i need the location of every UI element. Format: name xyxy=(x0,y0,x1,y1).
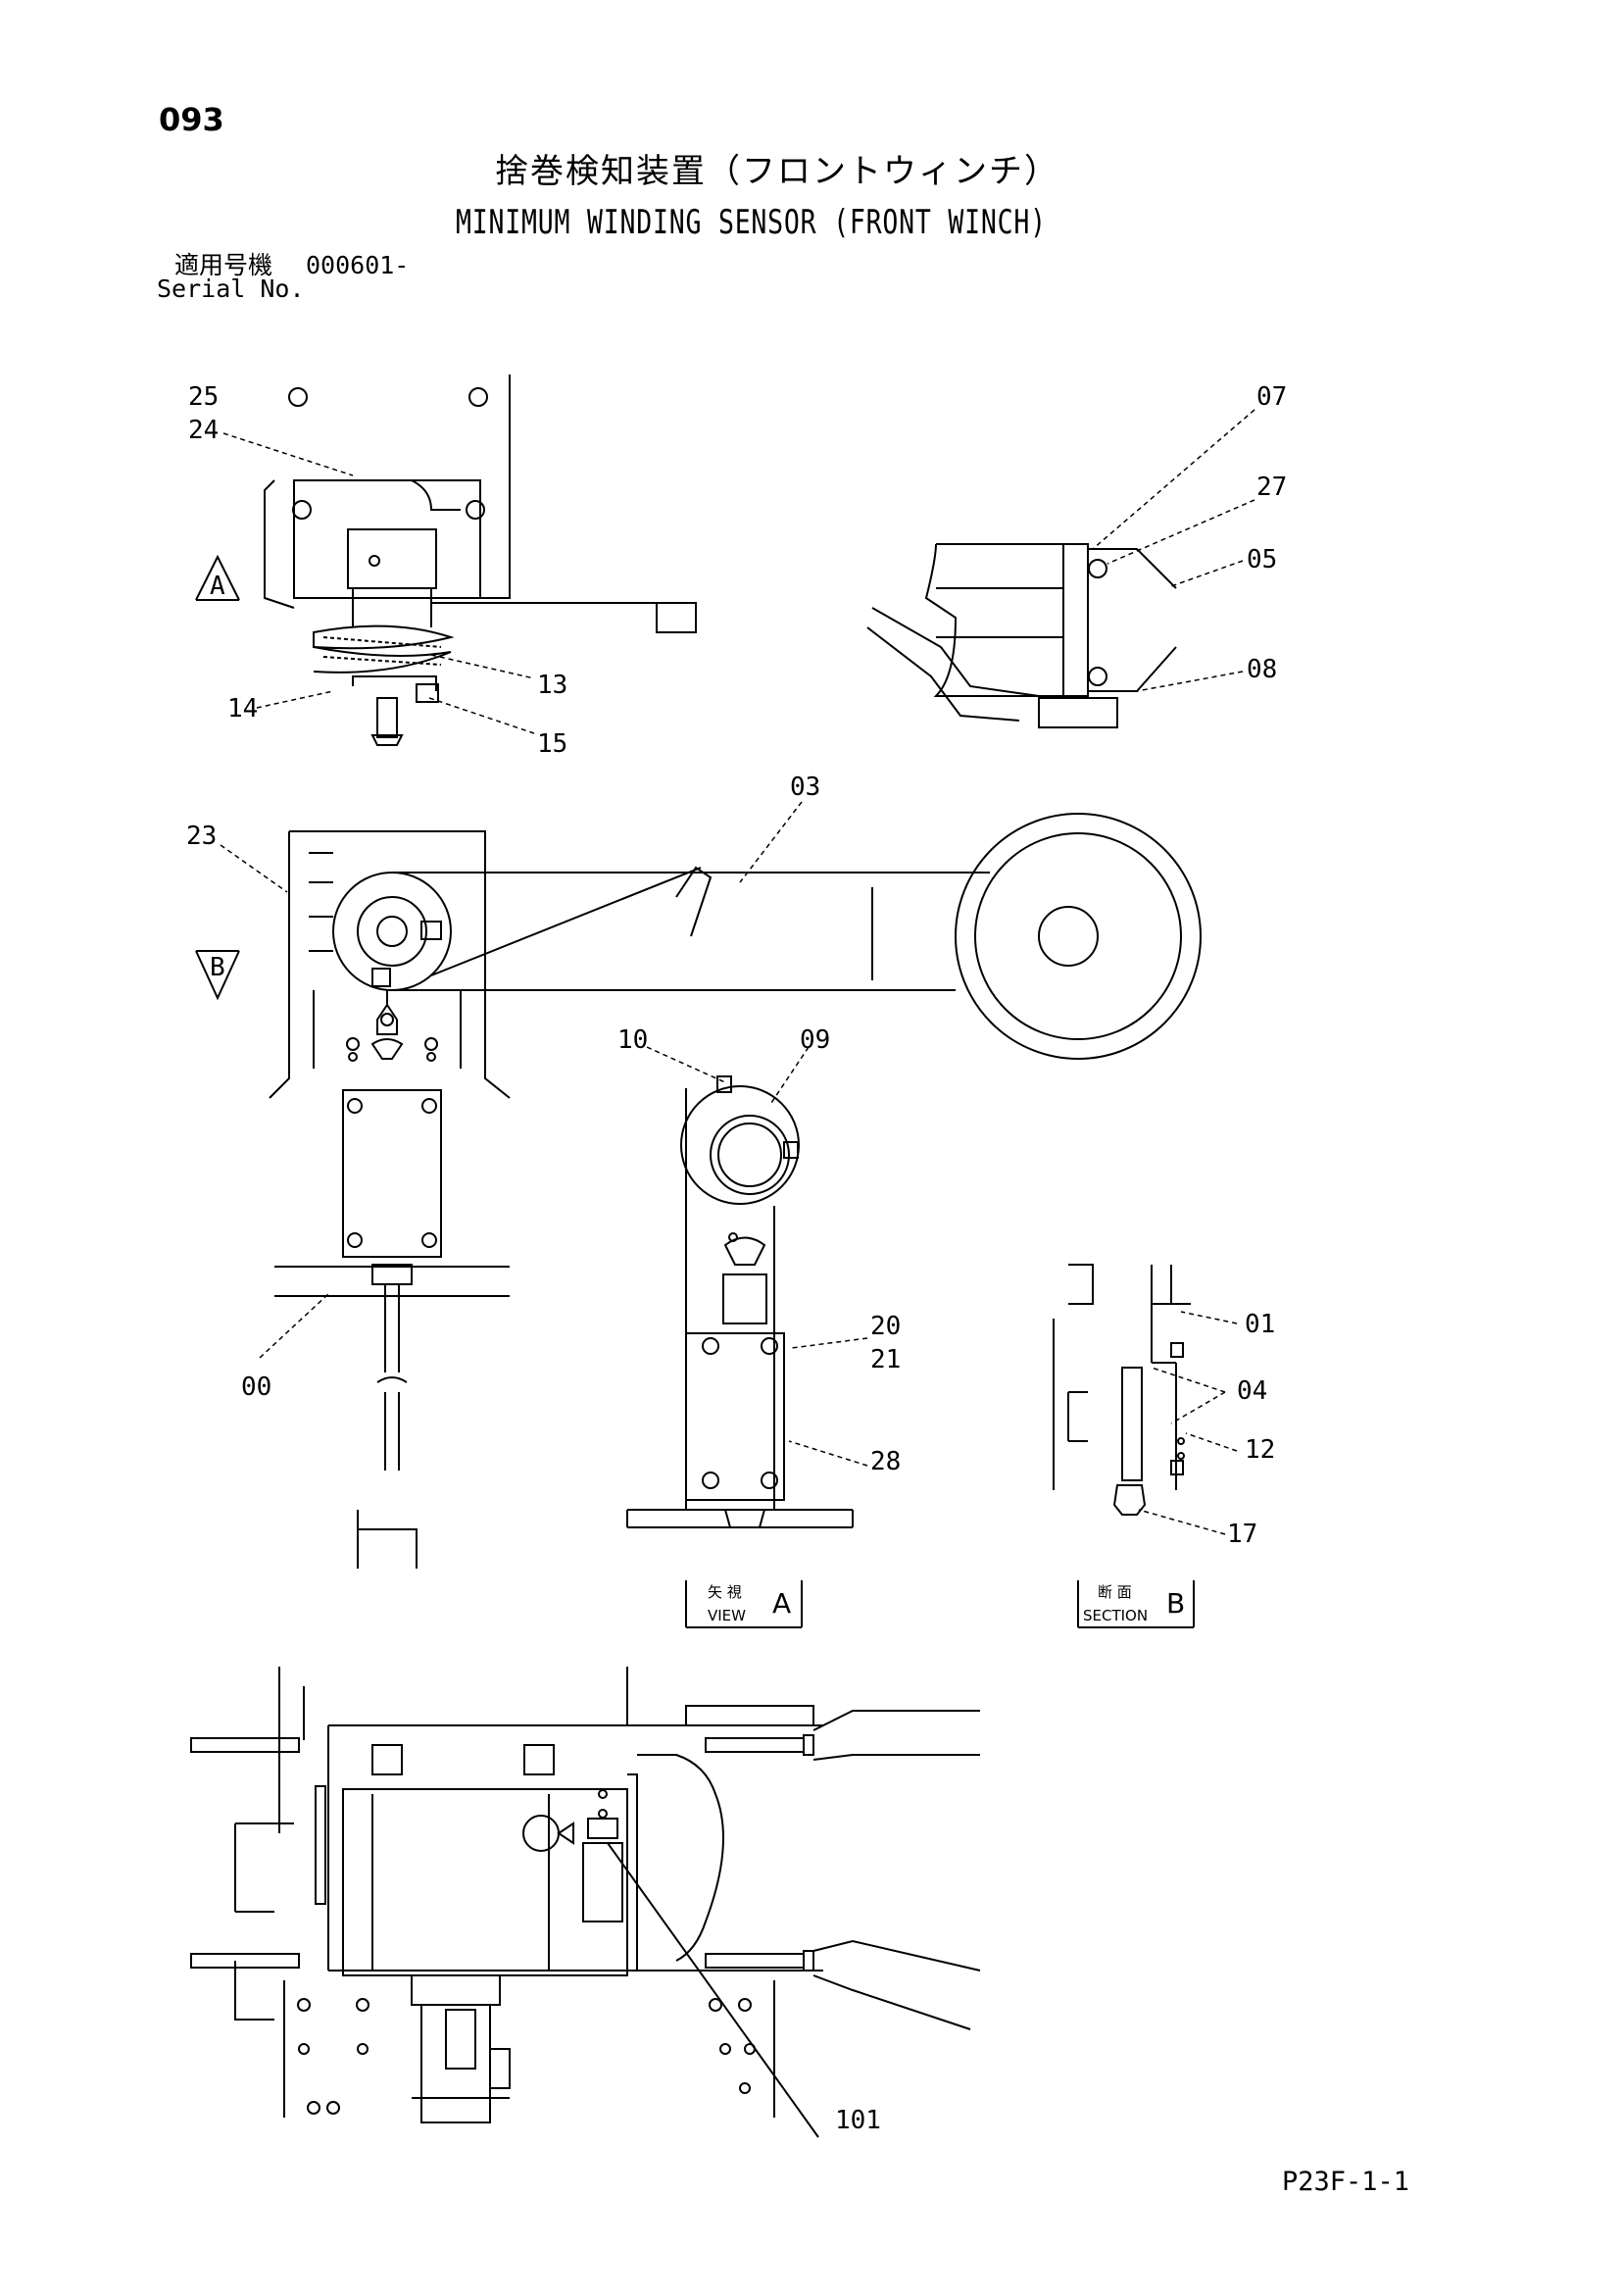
view-a-label-en: VIEW xyxy=(708,1607,746,1624)
view-b-arrow-marker xyxy=(195,950,240,1001)
callout-04: 04 xyxy=(1237,1376,1268,1406)
callout-05: 05 xyxy=(1247,545,1278,574)
view-a-marker-letter: A xyxy=(210,572,225,601)
page-reference: P23F-1-1 xyxy=(1282,2167,1410,2197)
view-a-label-box xyxy=(685,1580,803,1628)
leaders-top-left xyxy=(222,432,535,734)
callout-15: 15 xyxy=(537,729,568,759)
callout-12: 12 xyxy=(1245,1435,1276,1465)
callout-27: 27 xyxy=(1256,473,1288,502)
callout-07: 07 xyxy=(1256,382,1288,412)
view-b-marker-letter: B xyxy=(210,953,225,982)
detail-section-b xyxy=(1053,1264,1191,1516)
detail-arm-assembly xyxy=(269,813,1202,1569)
detail-view-a xyxy=(626,1075,854,1528)
callout-24: 24 xyxy=(188,416,220,445)
callout-00: 00 xyxy=(241,1373,272,1402)
applicable-model-label: 適用号機 xyxy=(174,251,273,279)
serial-number-value: 000601- xyxy=(306,251,410,279)
callout-13: 13 xyxy=(537,671,568,700)
callout-23: 23 xyxy=(186,822,218,851)
view-a-arrow-marker xyxy=(195,554,240,601)
section-b-label-letter: B xyxy=(1166,1587,1186,1620)
callout-03: 03 xyxy=(790,773,821,802)
section-b-label-jp: 断 面 xyxy=(1098,1583,1132,1601)
callout-25: 25 xyxy=(188,382,220,412)
callout-21: 21 xyxy=(870,1345,902,1374)
callout-08: 08 xyxy=(1247,655,1278,684)
leaders-view-a xyxy=(646,1046,868,1467)
leaders-top-right xyxy=(1092,409,1255,692)
callout-28: 28 xyxy=(870,1447,902,1476)
detail-roller-top-right xyxy=(866,543,1177,728)
callout-101: 101 xyxy=(835,2106,881,2135)
section-b-label-box xyxy=(1077,1580,1195,1628)
page-number: 093 xyxy=(159,101,224,138)
callout-20: 20 xyxy=(870,1312,902,1341)
callout-14: 14 xyxy=(227,694,259,724)
callout-09: 09 xyxy=(800,1025,831,1055)
callout-10: 10 xyxy=(617,1025,649,1055)
detail-bracket-top-left xyxy=(264,374,697,746)
title-japanese: 捨巻検知装置（フロントウィンチ） xyxy=(495,152,1059,191)
serial-number-label: Serial No. xyxy=(157,275,305,303)
leaders-middle xyxy=(220,801,803,1359)
view-a-label-jp: 矢 視 xyxy=(708,1583,742,1601)
callout-01: 01 xyxy=(1245,1310,1276,1339)
title-english: MINIMUM WINDING SENSOR (FRONT WINCH) xyxy=(456,203,1047,242)
leaders-section-b xyxy=(1138,1311,1238,1535)
section-b-label-en: SECTION xyxy=(1083,1607,1149,1624)
callout-17: 17 xyxy=(1227,1520,1258,1549)
view-a-label-letter: A xyxy=(772,1587,792,1620)
detail-overview-bottom xyxy=(190,1667,981,2138)
